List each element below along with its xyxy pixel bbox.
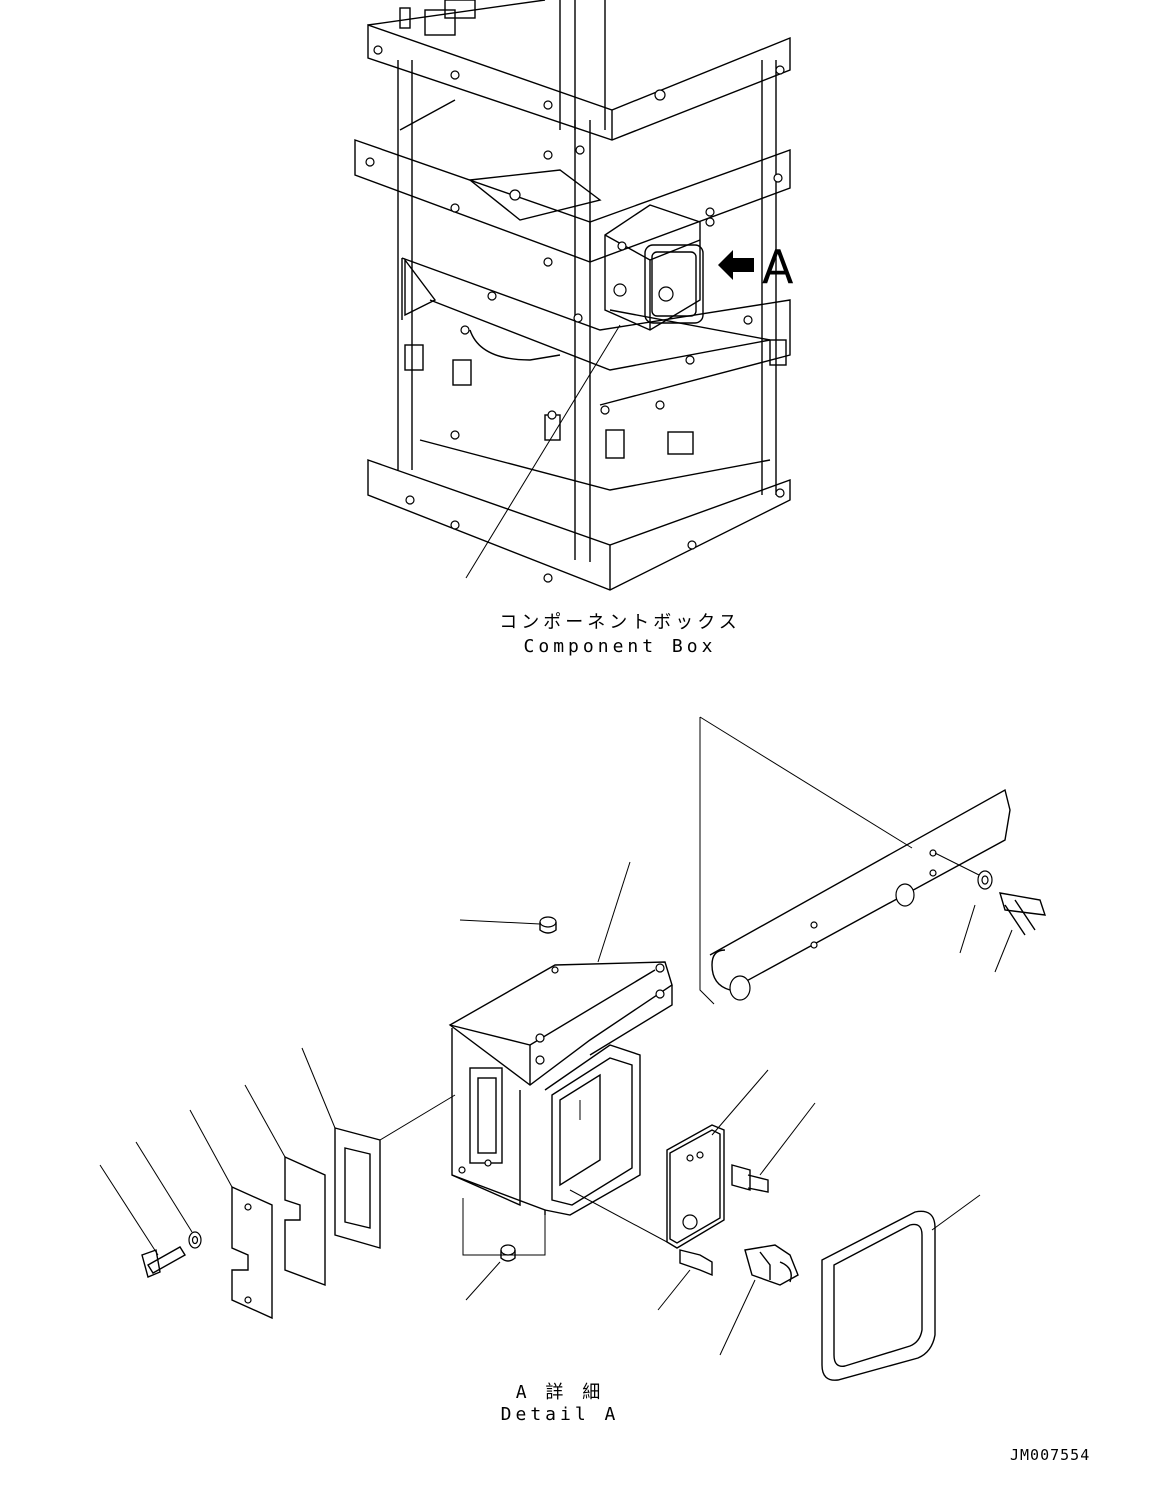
frame-structure bbox=[354, 0, 791, 591]
switch-panel bbox=[569, 1069, 769, 1249]
washer-and-bolt-left bbox=[99, 1141, 202, 1278]
view-marker-label: A bbox=[762, 240, 794, 294]
gasket-plate bbox=[301, 1047, 456, 1249]
frame-member-fragment bbox=[699, 716, 1011, 1005]
cover-plate bbox=[244, 1084, 326, 1287]
detail-title-jp: A 詳 細 bbox=[515, 1382, 605, 1403]
box-body bbox=[451, 1028, 641, 1216]
component-box-label-en: Component Box bbox=[523, 636, 717, 657]
latch-plate bbox=[189, 1109, 273, 1320]
seal-frame bbox=[821, 1194, 981, 1381]
bracket-leader bbox=[597, 861, 631, 963]
component-box-leader bbox=[465, 324, 621, 579]
drawing-id: JM007554 bbox=[1010, 1446, 1091, 1464]
component-box-label-jp: コンポーネントボックス bbox=[499, 612, 741, 633]
bottom-bracket-lines bbox=[462, 1198, 546, 1256]
toggle-switch bbox=[719, 1244, 799, 1356]
view-arrow-icon bbox=[718, 250, 754, 280]
bottom-grommet bbox=[465, 1244, 516, 1301]
screw-lower bbox=[657, 1249, 713, 1311]
component-box-overview bbox=[604, 204, 715, 331]
screw-upper bbox=[731, 1102, 816, 1193]
detail-title-en: Detail A bbox=[500, 1404, 620, 1425]
top-grommet bbox=[459, 916, 557, 934]
box-bracket bbox=[448, 961, 673, 1086]
washer-and-bolt-frame bbox=[959, 870, 1047, 973]
